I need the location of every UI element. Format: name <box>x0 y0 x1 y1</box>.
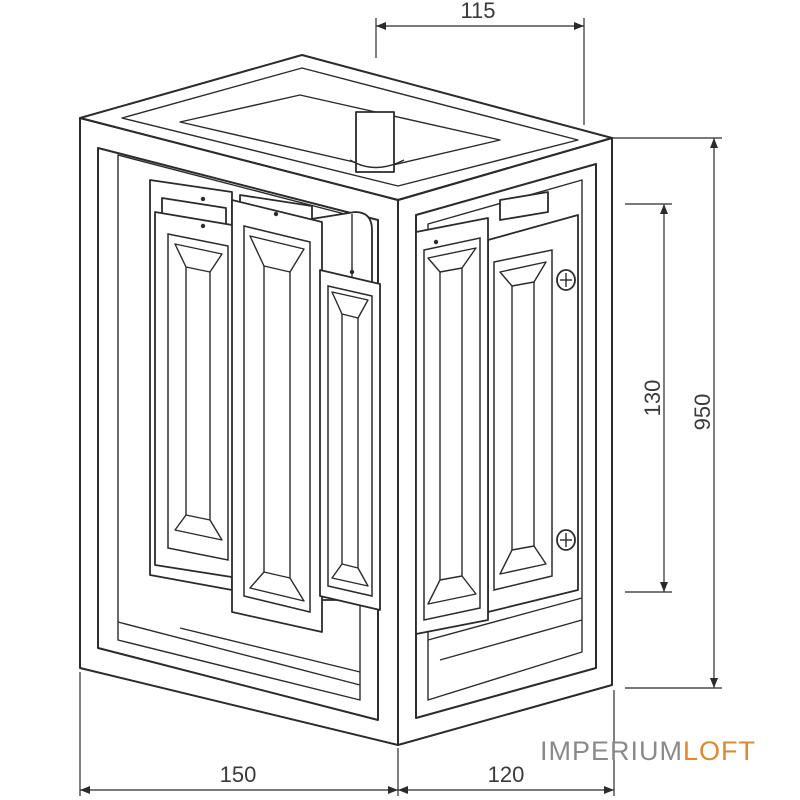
dim-top-label: 115 <box>460 0 495 23</box>
crystal-panel-center <box>231 199 323 633</box>
side-crystal-rear <box>493 249 553 591</box>
brand-part2: LOFT <box>683 736 756 766</box>
dim-inner-height-label: 130 <box>640 380 665 417</box>
dimension-top <box>375 18 585 125</box>
dim-total-height-label: 950 <box>690 394 715 431</box>
crystal-panel-left <box>154 196 239 579</box>
dimension-total-height <box>610 137 722 689</box>
dim-front-width-label: 150 <box>220 762 257 787</box>
brand-watermark: IMPERIUMLOFT <box>540 736 756 766</box>
side-socket-cap <box>499 191 549 221</box>
top-frame <box>79 54 613 201</box>
dim-side-depth-label: 120 <box>488 762 525 787</box>
dimension-side-depth <box>398 690 615 796</box>
brand-part1: IMPERIUM <box>540 736 683 766</box>
dimension-front-width <box>79 672 399 796</box>
lamp-illustration <box>79 54 613 746</box>
crystal-panel-right <box>319 269 381 611</box>
brand-logo: IMPERIUMLOFT <box>540 736 756 766</box>
side-crystal-front <box>415 217 489 635</box>
dimension-inner-height <box>625 203 672 593</box>
